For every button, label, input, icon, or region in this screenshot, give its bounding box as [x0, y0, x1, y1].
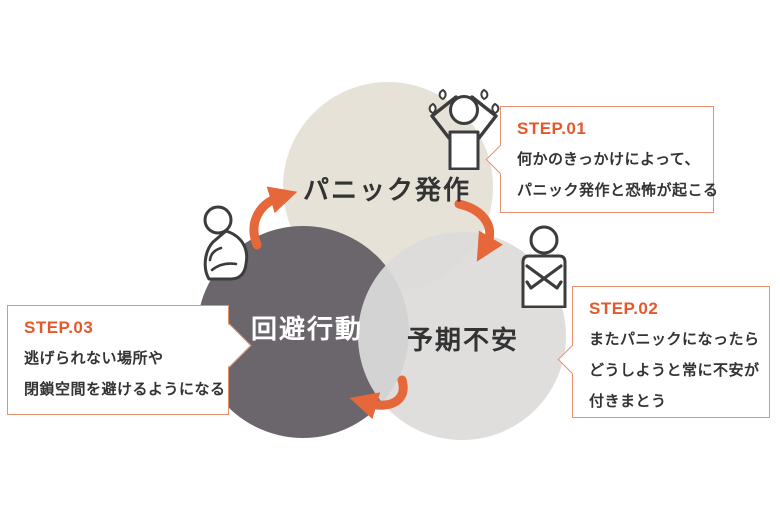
circle-label-anticipatory-anxiety: 予期不安 — [406, 325, 519, 355]
step-02-line-3: 付きまとう — [589, 393, 667, 410]
step-03-line-1: 逃げられない場所や — [24, 350, 164, 367]
circle-label-avoidance: 回避行動 — [250, 314, 363, 344]
step-03-line-2: 閉鎖空間を避けるようになる — [24, 381, 226, 398]
step-01-label: STEP.01 — [517, 119, 587, 138]
step-02-label: STEP.02 — [589, 299, 659, 318]
circle-label-panic-attack: パニック発作 — [302, 175, 471, 205]
step-01-line-1: 何かのきっかけによって、 — [517, 151, 701, 168]
step-01-callout: STEP.01 何かのきっかけによって、 パニック発作と恐怖が起こる — [485, 106, 719, 213]
step-01-line-2: パニック発作と恐怖が起こる — [517, 182, 719, 199]
step-03-label: STEP.03 — [24, 318, 94, 337]
step-02-line-2: どうしようと常に不安が — [589, 362, 760, 379]
step-02-line-1: またパニックになったら — [589, 331, 760, 348]
step-03-callout: STEP.03 逃げられない場所や 閉鎖空間を避けるようになる — [7, 305, 251, 415]
step-02-callout: STEP.02 またパニックになったら どうしようと常に不安が 付きまとう — [557, 286, 770, 418]
